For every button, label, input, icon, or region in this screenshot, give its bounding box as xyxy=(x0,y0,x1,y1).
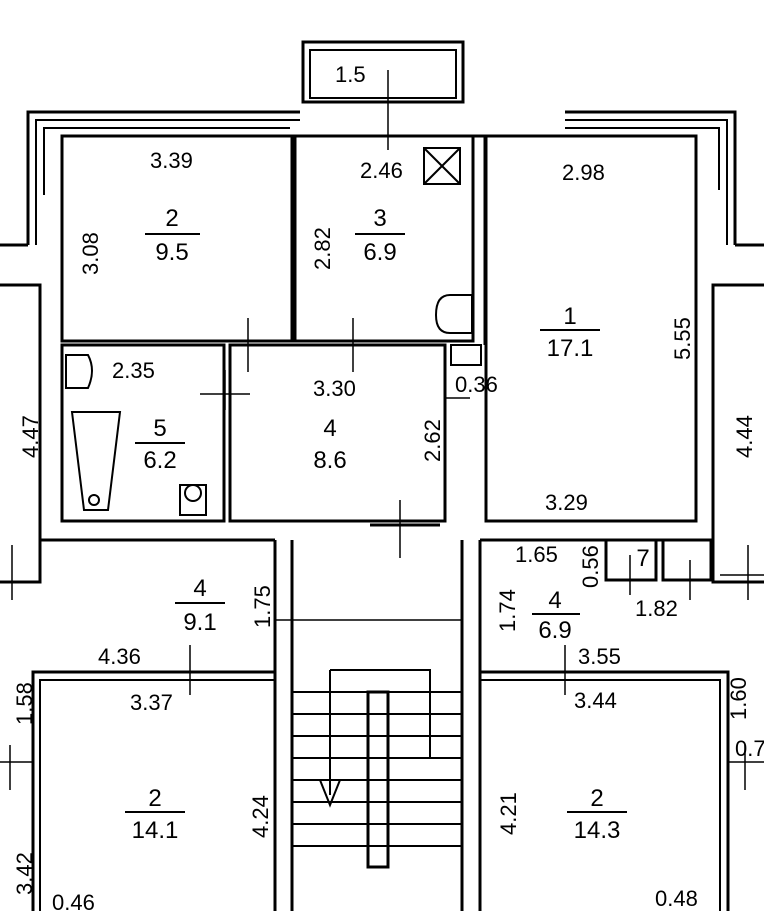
dim-bottom-left-height: 4.24 xyxy=(248,795,273,838)
room-2-top-number: 2 xyxy=(165,205,178,232)
dim-bottom-right-corner: 0.48 xyxy=(655,886,698,911)
room-labels: 2 9.5 3 6.9 1 17.1 4 8.6 5 6.2 4 9.1 4 6… xyxy=(125,205,650,844)
dimension-lines xyxy=(0,70,764,790)
room-4-top-number: 4 xyxy=(323,415,336,442)
dim-hall-right-w2: 0.56 xyxy=(578,545,603,588)
room-2-top-area: 9.5 xyxy=(155,239,188,266)
room-2-bottom-left-number: 2 xyxy=(148,785,161,812)
dim-bottom-right-top-inner: 3.44 xyxy=(574,688,617,713)
dim-r4-height: 2.62 xyxy=(420,419,445,462)
dim-closet: 0.36 xyxy=(455,372,498,397)
room-2-bottom-left-area: 14.1 xyxy=(132,817,179,844)
walls xyxy=(0,40,764,911)
room-3-area: 6.9 xyxy=(363,239,396,266)
dim-r4-width: 3.30 xyxy=(313,376,356,401)
dim-hall-right-w3: 1.82 xyxy=(635,596,678,621)
room-2-bottom-right-number: 2 xyxy=(590,785,603,812)
dim-right-outer: 4.44 xyxy=(732,415,757,458)
sink-icon xyxy=(434,294,473,334)
dim-r1-height: 5.55 xyxy=(670,317,695,360)
dim-bottom-left-side: 1.58 xyxy=(12,682,37,725)
room-2-bottom-right-area: 14.3 xyxy=(574,817,621,844)
dim-bottom-left-top-width: 3.37 xyxy=(130,690,173,715)
dim-bottom-right-side: 1.60 xyxy=(726,677,751,720)
dim-bottom-right-top: 3.55 xyxy=(578,644,621,669)
room-4-left-hall-number: 4 xyxy=(193,575,206,602)
room-7-number: 7 xyxy=(636,545,649,572)
dim-r2-width: 3.39 xyxy=(150,148,193,173)
room-4-left-hall-area: 9.1 xyxy=(183,609,216,636)
fixtures xyxy=(65,147,473,516)
dim-r3-width: 2.46 xyxy=(360,158,403,183)
room-4-top-area: 8.6 xyxy=(313,447,346,474)
room-1-number: 1 xyxy=(563,303,576,330)
dim-r2-height: 3.08 xyxy=(78,232,103,275)
room-5-area: 6.2 xyxy=(143,447,176,474)
dim-bottom-right-side-2: 0.7 xyxy=(735,736,764,761)
dim-left-outer: 4.47 xyxy=(18,415,43,458)
dim-bottom-right-height: 4.21 xyxy=(496,792,521,835)
stove-icon xyxy=(423,147,461,185)
washbasin-icon xyxy=(65,354,93,389)
room-1-area: 17.1 xyxy=(547,335,594,362)
dim-bottom-left-corner: 0.46 xyxy=(52,890,95,911)
room-4-right-hall-area: 6.9 xyxy=(538,617,571,644)
dim-hall-right-w1: 1.65 xyxy=(515,542,558,567)
dim-r1-width-bottom: 3.29 xyxy=(545,490,588,515)
staircase xyxy=(293,669,462,869)
bathtub-icon xyxy=(70,411,122,511)
room-4-right-hall-number: 4 xyxy=(548,587,561,614)
dim-hall-left-width: 4.36 xyxy=(98,644,141,669)
dim-bottom-left-lower: 3.42 xyxy=(12,852,37,895)
dim-r5-width: 2.35 xyxy=(112,358,155,383)
room-5-number: 5 xyxy=(153,415,166,442)
dim-r1-width-top: 2.98 xyxy=(562,160,605,185)
dimension-labels: 1.5 3.39 3.08 2.46 2.82 2.98 5.55 3.29 2… xyxy=(12,62,764,911)
dim-balcony: 1.5 xyxy=(335,62,366,87)
dim-hall-right-height: 1.74 xyxy=(495,589,520,632)
dim-r3-height: 2.82 xyxy=(310,227,335,270)
room-3-number: 3 xyxy=(373,205,386,232)
dim-hall-left-height: 1.75 xyxy=(250,585,275,628)
